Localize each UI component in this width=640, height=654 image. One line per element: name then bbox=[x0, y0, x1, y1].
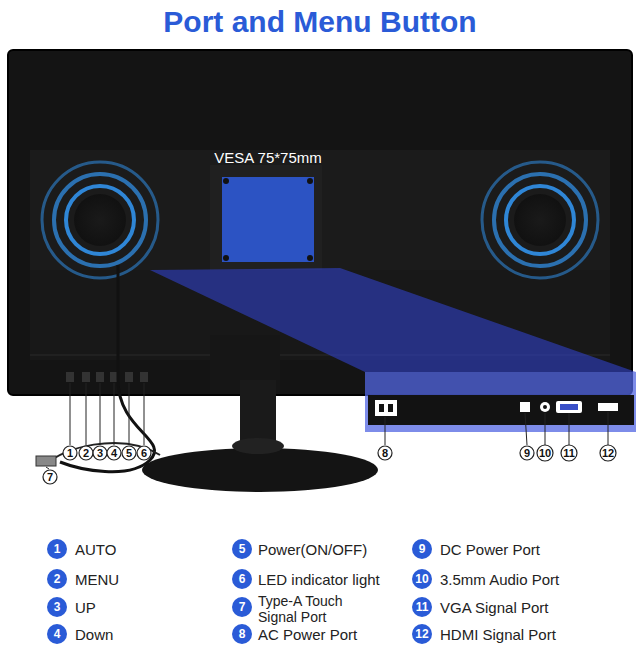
key-number: 12 bbox=[415, 627, 428, 641]
key-number: 8 bbox=[239, 627, 246, 641]
callout-number: 9 bbox=[524, 447, 530, 459]
key-text: 3.5mm Audio Port bbox=[440, 571, 559, 588]
key-text: UP bbox=[75, 599, 96, 616]
key-number: 5 bbox=[239, 542, 246, 556]
callout-number: 8 bbox=[382, 447, 388, 459]
key-text: HDMI Signal Port bbox=[440, 626, 556, 643]
callout-number: 1 bbox=[67, 447, 73, 459]
key-number: 2 bbox=[54, 572, 61, 586]
callout-number: 7 bbox=[47, 471, 53, 483]
key-number: 10 bbox=[415, 572, 428, 586]
key-text: Power(ON/OFF) bbox=[258, 541, 367, 558]
key-number: 4 bbox=[54, 627, 61, 641]
key-text: LED indicator light bbox=[258, 571, 380, 588]
key-text: AUTO bbox=[75, 541, 116, 558]
key-text: Down bbox=[75, 626, 113, 643]
key-number: 9 bbox=[419, 542, 426, 556]
callout-number: 12 bbox=[602, 447, 614, 459]
callout-number: 10 bbox=[539, 447, 551, 459]
callout-number: 4 bbox=[111, 447, 117, 459]
callout-number: 5 bbox=[126, 447, 132, 459]
callout-number: 3 bbox=[97, 447, 103, 459]
callout-number: 6 bbox=[141, 447, 147, 459]
key-text: DC Power Port bbox=[440, 541, 540, 558]
key-number: 7 bbox=[239, 600, 246, 614]
diagram-title: Port and Menu Button bbox=[163, 5, 476, 39]
key-number: 6 bbox=[239, 572, 246, 586]
key-text: Type-A Touch Signal Port bbox=[258, 593, 368, 625]
callout-number: 2 bbox=[83, 447, 89, 459]
key-text: VGA Signal Port bbox=[440, 599, 548, 616]
key-number: 11 bbox=[416, 600, 429, 614]
vesa-label: VESA 75*75mm bbox=[214, 149, 322, 166]
key-number: 3 bbox=[54, 600, 61, 614]
key-number: 1 bbox=[54, 542, 61, 556]
key-text: MENU bbox=[75, 571, 119, 588]
key-text: AC Power Port bbox=[258, 626, 357, 643]
callout-number: 11 bbox=[563, 447, 575, 459]
